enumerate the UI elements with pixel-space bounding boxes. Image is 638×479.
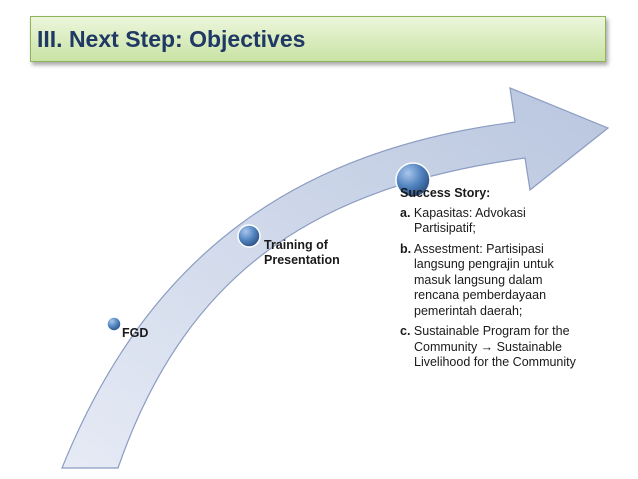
slide-title: III. Next Step: Objectives <box>37 26 306 52</box>
title-banner: III. Next Step: Objectives <box>30 16 606 62</box>
item-marker: a. <box>400 205 411 220</box>
item-text: Sustainable Program for the Community → … <box>413 324 576 369</box>
item-marker: c. <box>400 324 411 338</box>
item-text: Kapasitas: Advokasi Partisipatif; <box>413 205 526 236</box>
success-story-item-c: c. Sustainable Program for the Community… <box>400 324 590 371</box>
curved-arrow <box>61 87 610 469</box>
step-label-fgd: FGD <box>122 326 149 340</box>
success-story-heading: Success Story: <box>400 186 491 200</box>
success-story-item-a: a. Kapasitas: Advokasi Partisipatif; <box>400 206 590 237</box>
step-label-training-line2: Presentation <box>264 253 340 267</box>
node-training <box>237 224 261 248</box>
step-label-training-line1: Training of <box>264 238 328 252</box>
item-marker: b. <box>400 241 412 256</box>
success-story-block: Success Story: a. Kapasitas: Advokasi Pa… <box>400 186 590 376</box>
success-story-item-b: b. Assestment: Partisipasi langsung peng… <box>400 242 590 320</box>
item-text: Assestment: Partisipasi langsung pengraj… <box>413 241 554 318</box>
node-success-story <box>395 162 431 198</box>
node-fgd <box>106 316 122 332</box>
step-label-training: Training of Presentation <box>264 238 340 268</box>
